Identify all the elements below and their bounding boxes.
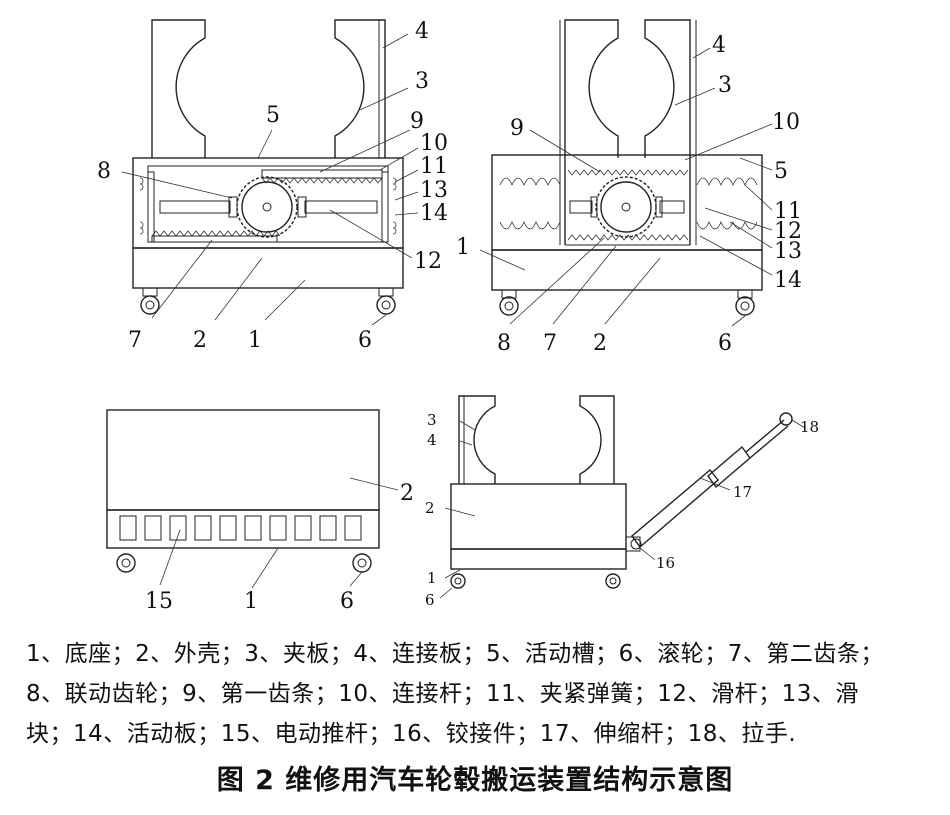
view-b-label-11: 11 (774, 199, 802, 224)
view-d-label-18: 18 (800, 418, 819, 436)
view-b-label-9: 9 (510, 116, 524, 141)
view-c-label-6: 6 (340, 589, 354, 614)
view-c-housing (106, 409, 380, 511)
view-a-roller-right (376, 287, 396, 315)
view-a-linkage-gear (236, 176, 298, 238)
view-b-clamp-plate-left (564, 19, 619, 245)
view-b-clamp-spring-right (696, 177, 758, 230)
view-a-label-5: 5 (266, 103, 280, 128)
view-d-housing (450, 483, 627, 550)
view-d-clamp-plate-left (458, 395, 496, 484)
view-b-roller-left (499, 289, 519, 316)
view-a-slide-bar-right (304, 200, 378, 214)
structure-diagram: 4 3 5 8 9 10 11 13 14 12 7 2 1 6 (97, 19, 819, 614)
legend-line-2: 8、联动齿轮；9、第一齿条；10、连接杆；11、夹紧弹簧；12、滑杆；13、滑 (26, 681, 859, 707)
view-b-label-7: 7 (543, 331, 557, 356)
view-c-label-15: 15 (145, 589, 173, 614)
view-c-base (106, 509, 380, 549)
view-a: 4 3 5 8 9 10 11 13 14 12 7 2 1 6 (97, 19, 448, 353)
view-d-handle (779, 412, 793, 426)
view-a-clamp-spring-left (139, 177, 144, 235)
view-c-label-1: 1 (244, 589, 258, 614)
view-a-label-10: 10 (420, 131, 448, 156)
view-d-label-2: 2 (425, 499, 435, 517)
view-b-label-5: 5 (774, 159, 788, 184)
view-a-slider-right (297, 196, 307, 218)
figure-caption: 图 2 维修用汽车轮毂搬运装置结构示意图 (216, 765, 734, 796)
view-b-label-14: 14 (774, 268, 802, 293)
view-b-label-13: 13 (774, 239, 802, 264)
view-b-linkage-gear (595, 176, 657, 238)
view-b-label-6: 6 (718, 331, 732, 356)
view-a-label-6: 6 (358, 328, 372, 353)
view-d-label-16: 16 (656, 554, 675, 572)
view-b-label-3: 3 (718, 73, 732, 98)
view-a-label-4: 4 (415, 19, 429, 44)
view-b-clamp-plate-right (644, 19, 691, 245)
view-d-label-4: 4 (427, 431, 437, 449)
view-a-clamp-plate-left (151, 19, 206, 158)
view-c-label-2: 2 (400, 481, 414, 506)
view-a-label-3: 3 (415, 69, 429, 94)
view-b-slider-left (590, 196, 598, 218)
view-b-label-8: 8 (497, 331, 511, 356)
view-a-label-7: 7 (128, 328, 142, 353)
view-b-label-10: 10 (772, 110, 800, 135)
view-a-label-8: 8 (97, 159, 111, 184)
view-c-electric-push-rods (119, 515, 362, 541)
view-a-clamp-plate-right (334, 19, 386, 158)
view-b-slide-bar-right (659, 200, 685, 214)
view-d-roller-left (450, 573, 466, 589)
view-a-label-14: 14 (420, 201, 448, 226)
view-a-label-1: 1 (248, 328, 262, 353)
view-d-label-1: 1 (427, 569, 437, 587)
view-a-roller-left (140, 287, 160, 315)
view-b-label-4: 4 (712, 33, 726, 58)
view-b-label-12: 12 (774, 219, 802, 244)
view-a-second-rack (151, 235, 278, 243)
view-a-slide-bar-left (159, 200, 231, 214)
view-a-label-12: 12 (414, 249, 442, 274)
view-a-label-2: 2 (193, 328, 207, 353)
view-b-label-2: 2 (593, 331, 607, 356)
view-a-label-11: 11 (420, 154, 448, 179)
view-d-telescopic-rod (631, 419, 789, 549)
view-d-label-17: 17 (733, 483, 752, 501)
view-b-slide-bar-left (569, 200, 593, 214)
view-a-label-9: 9 (410, 109, 424, 134)
view-b-second-rack (567, 234, 689, 241)
view-d-label-3: 3 (427, 411, 437, 429)
view-d-clamp-plate-right (579, 395, 615, 484)
view-d-roller-right (605, 573, 621, 589)
view-a-base (132, 247, 404, 289)
view-c-roller-left (116, 553, 136, 573)
view-b: 4 3 9 10 5 11 12 13 14 1 8 7 2 6 (456, 19, 802, 356)
view-a-movable-plate-left (147, 171, 155, 243)
view-d-base (450, 548, 627, 570)
view-a-label-13: 13 (420, 178, 448, 203)
legend-line-3: 块；14、活动板；15、电动推杆；16、铰接件；17、伸缩杆；18、拉手. (26, 721, 797, 747)
view-d: 3 4 2 1 6 16 17 18 (425, 395, 819, 609)
view-b-roller-right (735, 289, 755, 316)
legend-line-1: 1、底座；2、外壳；3、夹板；4、连接板；5、活动槽；6、滚轮；7、第二齿条； (26, 641, 884, 667)
view-b-base (491, 249, 763, 291)
view-b-first-rack (567, 169, 689, 176)
view-c-roller-right (352, 553, 372, 573)
view-b-clamp-spring-left (499, 177, 561, 230)
view-b-label-1: 1 (456, 235, 470, 260)
view-a-slider-left (228, 196, 238, 218)
view-a-movable-plate-right (381, 171, 389, 243)
view-c: 2 15 1 6 (106, 409, 414, 614)
view-d-label-6: 6 (425, 591, 435, 609)
view-b-slider-right (655, 196, 663, 218)
view-a-clamp-spring-right (392, 177, 397, 235)
